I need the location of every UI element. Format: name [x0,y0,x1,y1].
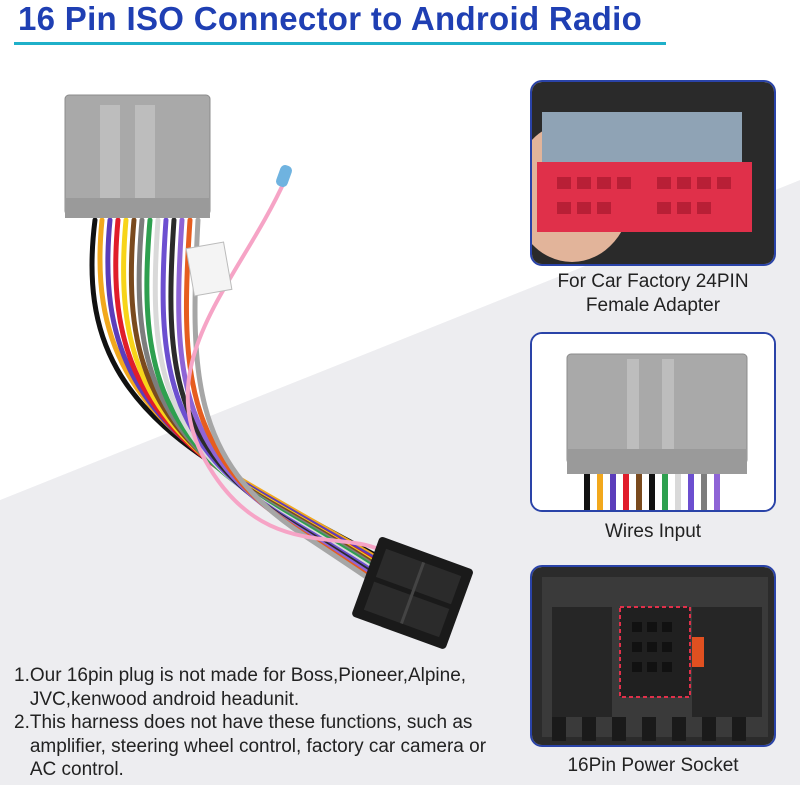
notes-list: 1. Our 16pin plug is not made for Boss,P… [14,664,514,782]
power-socket-caption-line1: 16Pin Power Socket [567,755,739,776]
power-socket-caption: 16Pin Power Socket [530,754,776,778]
factory-24pin-photo [532,82,774,264]
note-text: Our 16pin plug is not made for Boss,Pion… [29,665,467,710]
note-number: 2. [14,712,30,733]
power-socket-photo [532,567,774,745]
factory-24pin-caption: For Car Factory 24PIN Female Adapter [530,270,776,318]
factory-24pin-caption-line1: For Car Factory 24PIN [557,271,749,292]
wires-input-photo [532,334,774,510]
wires-input-caption: Wires Input [530,520,776,544]
wires-input-photo-panel [530,332,776,512]
title-underline [14,42,666,45]
note-item: 2. This harness does not have these func… [14,711,514,782]
wiring-harness-image [64,94,473,649]
factory-24pin-caption-line2: Female Adapter [585,295,721,316]
wires-input-caption-line1: Wires Input [604,521,702,542]
page-title: 16 Pin ISO Connector to Android Radio [18,0,643,37]
note-number: 1. [14,665,30,686]
factory-24pin-photo-panel [530,80,776,266]
note-text: This harness does not have these functio… [29,712,487,780]
power-socket-photo-panel [530,565,776,747]
note-item: 1. Our 16pin plug is not made for Boss,P… [14,664,514,711]
